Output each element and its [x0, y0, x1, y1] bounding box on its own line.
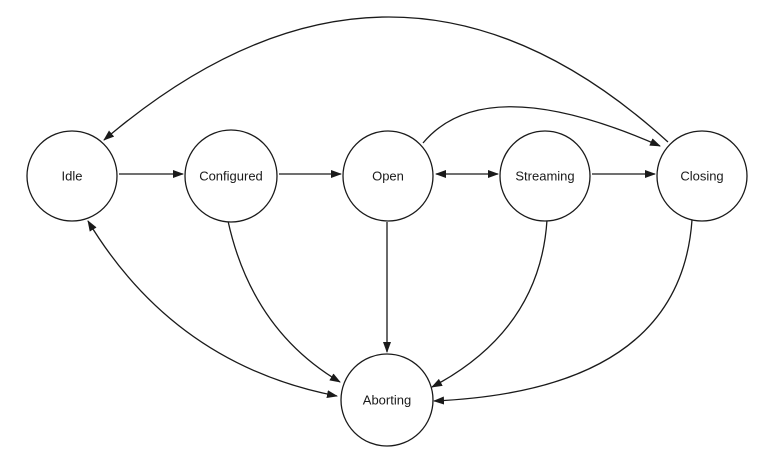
state-label-idle: Idle: [62, 169, 83, 184]
state-node-closing: [656, 130, 748, 222]
state-label-open: Open: [372, 169, 404, 184]
state-label-streaming: Streaming: [515, 169, 574, 184]
edge-open-closing: [422, 106, 661, 147]
edge-idle-aborting: [87, 220, 338, 399]
state-node-open: [342, 130, 434, 222]
state-node-configured: [184, 129, 278, 223]
state-node-aborting: [340, 353, 434, 447]
state-node-idle: [26, 130, 118, 222]
state-node-streaming: [499, 130, 591, 222]
edge-closing-aborting: [433, 219, 693, 405]
edge-configured-aborting: [227, 220, 341, 383]
state-label-aborting: Aborting: [363, 393, 411, 408]
state-label-configured: Configured: [199, 169, 263, 184]
edge-closing-idle: [103, 16, 669, 143]
edge-streaming-aborting: [431, 219, 548, 388]
state-label-closing: Closing: [680, 169, 723, 184]
